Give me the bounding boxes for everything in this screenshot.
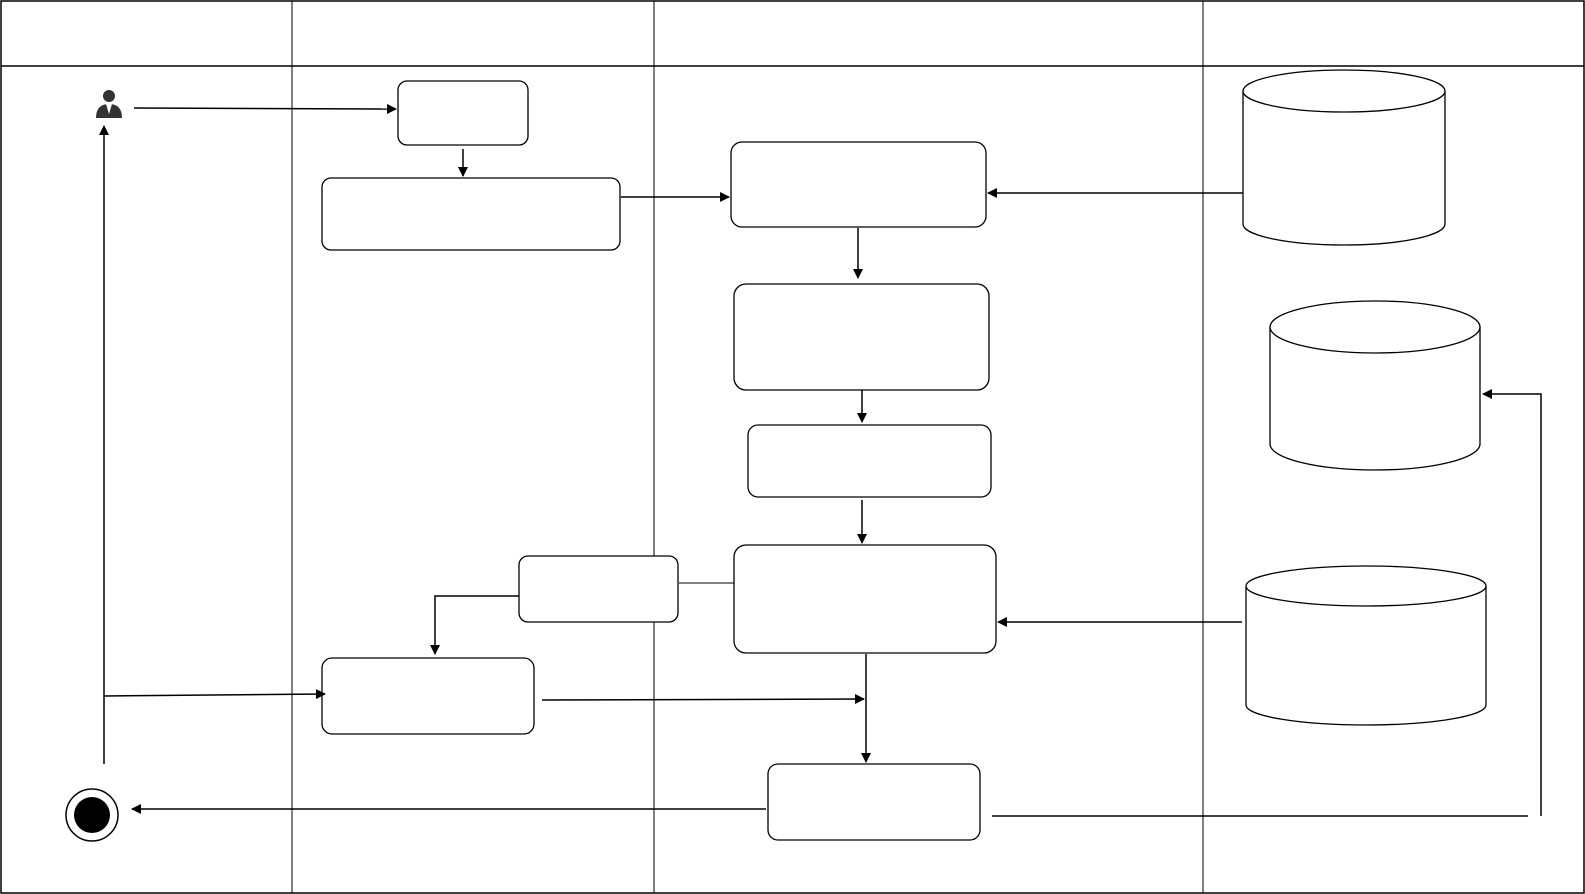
- process-activity-4: [733, 544, 997, 654]
- input-activity: [321, 177, 621, 251]
- final-state-node: [65, 788, 119, 842]
- output-activity: [767, 763, 981, 841]
- process-activity-3: [747, 424, 992, 498]
- arrow-left-to-return: [103, 689, 326, 700]
- arrow-branch-to-return: [430, 595, 519, 655]
- start-activity: [397, 80, 529, 146]
- database-3: [1245, 565, 1487, 726]
- return-activity: [321, 657, 535, 735]
- branch-activity: [518, 555, 679, 623]
- process-activity-1: [730, 141, 987, 228]
- process-activity-2: [733, 283, 990, 391]
- arrow-loop-to-db2: [1482, 389, 1542, 816]
- arrow-actor-to-start: [133, 103, 397, 114]
- arrow-return-to-merge: [541, 694, 865, 705]
- connectors: [99, 103, 1542, 817]
- database-1: [1242, 69, 1446, 246]
- database-2: [1269, 300, 1481, 471]
- user-actor-icon: [96, 90, 122, 118]
